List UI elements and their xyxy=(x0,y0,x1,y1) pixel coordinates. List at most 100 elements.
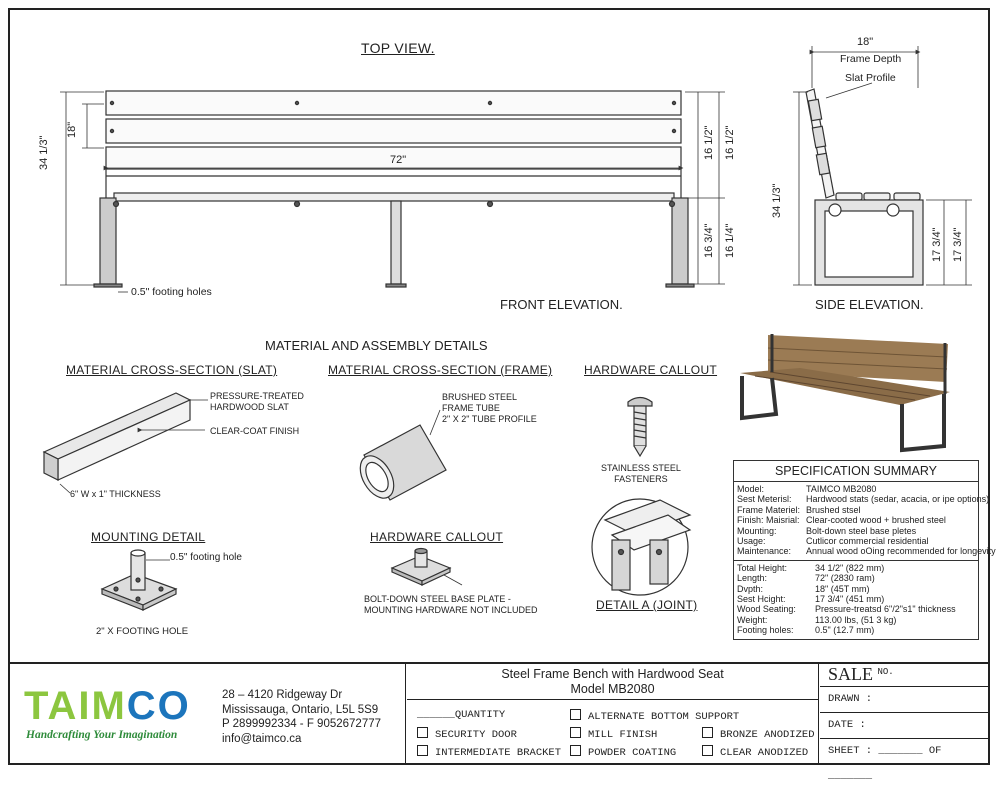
dim-seat-height-2: 16 1/4" xyxy=(724,223,736,259)
spec-key: Frame Materiel: xyxy=(737,504,801,515)
option-clear-anodized[interactable]: CLEAR ANODIZED xyxy=(702,745,808,759)
company-contact: 28 – 4120 Ridgeway Dr Mississauga, Ontar… xyxy=(222,688,381,746)
spec-key: Maintenance: xyxy=(737,546,792,557)
spec-key: Mounting: xyxy=(737,525,777,536)
spec-row: Total Height:34 1/2" (822 mm) xyxy=(734,563,978,573)
slat-profile-label: Slat Profile xyxy=(845,72,896,84)
dim-side-seat-1: 17 3/4" xyxy=(931,227,943,263)
product-model: Model MB2080 xyxy=(570,682,655,696)
base-plate-note: BOLT-DOWN STEEL BASE PLATE -MOUNTING HAR… xyxy=(364,594,538,615)
spec-key: Usage: xyxy=(737,536,766,547)
sale-no-row: SALE NO. xyxy=(820,664,990,687)
quantity-field[interactable]: ______QUANTITY xyxy=(417,709,506,721)
spec-value: Clear-cooted wood + brushed steel xyxy=(806,515,946,526)
dim-seat-height-1: 16 3/4" xyxy=(703,223,715,259)
option-alternate-bottom-support[interactable]: ALTERNATE BOTTOM SUPPORT xyxy=(570,709,739,723)
dim-seat-gap: 18" xyxy=(66,121,78,138)
checkbox[interactable] xyxy=(417,727,428,738)
dim-back-height-1: 16 1/2" xyxy=(703,125,715,161)
checkbox[interactable] xyxy=(570,709,581,720)
detail-a-title: DETAIL A (JOINT) xyxy=(596,598,698,612)
details-heading: MATERIAL AND ASSEMBLY DETAILS xyxy=(265,338,488,353)
spec-row: Footing holes: 0.5" (12.7 mm) xyxy=(734,625,978,635)
option-intermediate-bracket[interactable]: INTERMEDIATE BRACKET xyxy=(417,745,561,759)
front-dimension-lines xyxy=(60,91,725,293)
spec-row: Sest Meterisl:Hardwood stats (sedar, aca… xyxy=(734,494,999,504)
spec-row: Frame Materiel:Brushed stsel xyxy=(734,505,999,515)
detail-a-joint-drawing xyxy=(591,498,692,596)
specification-summary: SPECIFICATION SUMMARY Model:TAIMCO MB208… xyxy=(733,460,996,640)
sale-cell: SALE NO. DRAWN : DATE : SHEET : _______ … xyxy=(820,664,990,782)
option-mill-finish[interactable]: MILL FINISH xyxy=(570,727,657,741)
dim-length: 72" xyxy=(390,154,407,166)
spec-row: Sest Hcight:17 3/4" (451 mm) xyxy=(734,594,978,604)
checkbox[interactable] xyxy=(702,745,713,756)
spec-row: Length:72" (2830 ram) xyxy=(734,573,978,583)
spec-table-b: Total Height:34 1/2" (822 mm)Length:72" … xyxy=(734,563,978,636)
option-security-door[interactable]: SECURITY DOOR xyxy=(417,727,517,741)
product-title-box: Steel Frame Bench with Hardwood Seat Mod… xyxy=(407,664,818,700)
dim-side-height: 34 1/3" xyxy=(771,183,783,219)
bolt-drawing xyxy=(627,396,653,458)
phone-fax: P 2899992334 - F 9052672777 xyxy=(222,718,382,730)
spec-value: 17 3/4" (451 mm) xyxy=(815,594,885,605)
sheet-field[interactable]: SHEET : _______ OF _______ xyxy=(828,745,942,782)
address-line-1: 28 – 4120 Ridgeway Dr xyxy=(222,689,343,701)
checkbox[interactable] xyxy=(570,745,581,756)
address-line-2: Mississauga, Ontario, L5L 5S9 xyxy=(222,703,379,716)
spec-row: Wood Seating: Pressure-treatsd 6"/2"s1" t… xyxy=(734,604,978,614)
spec-value: Hardwood stats (sedar, acacia, or ipe op… xyxy=(806,494,990,505)
company-cell: TAIMCO Handcrafting Your Imagination 28 … xyxy=(8,664,406,765)
spec-value: TAIMCO MB2080 xyxy=(806,484,877,494)
spec-row: Weight: 113.00 lbs, (51 3 kg) xyxy=(734,615,978,625)
spec-row: Model: TAIMCO MB2080 xyxy=(734,484,999,494)
slat-section-title: MATERIAL CROSS-SECTION (SLAT) xyxy=(66,363,278,377)
spec-row: Finish: Maisrial:Clear-cooted wood + bru… xyxy=(734,515,999,525)
sale-no-label: NO. xyxy=(877,667,894,677)
checkbox[interactable] xyxy=(702,727,713,738)
product-title: Steel Frame Bench with Hardwood Seat xyxy=(501,667,724,681)
option-powder-coating[interactable]: POWDER COATING xyxy=(570,745,676,759)
spec-value: Pressure-treatsd 6"/2"s1" thickness xyxy=(815,604,956,615)
spec-key: Dvpth: xyxy=(737,583,764,594)
spec-key: Model: xyxy=(737,484,765,494)
spec-key: Footing holes: xyxy=(737,625,794,636)
title-block: TAIMCO Handcrafting Your Imagination 28 … xyxy=(8,662,990,782)
drawing-sheet-border xyxy=(8,8,990,765)
drawn-field[interactable]: DRAWN : xyxy=(820,687,990,713)
spec-row: Maintenance: Annual wood oOing recommende… xyxy=(734,546,999,556)
dim-side-seat-2: 17 3/4" xyxy=(952,227,964,263)
email-link[interactable]: info@taimco.ca xyxy=(222,732,302,745)
front-elevation-title: FRONT ELEVATION. xyxy=(500,297,623,312)
checkbox[interactable] xyxy=(417,745,428,756)
frame-tube-drawing xyxy=(359,409,447,501)
option-bronze-anodized[interactable]: BRONZE ANODIZED xyxy=(702,727,815,741)
spec-value: 113.00 lbs, (51 3 kg) xyxy=(815,614,897,625)
spec-value: Annual wood oOing recommended for longev… xyxy=(806,546,996,557)
sale-label: SALE xyxy=(828,664,873,684)
dim-back-height-2: 16 1/2" xyxy=(724,125,736,161)
date-field[interactable]: DATE : xyxy=(820,713,990,739)
bench-product-illustration xyxy=(740,334,950,453)
spec-key: Wood Seating: xyxy=(737,604,796,615)
mounting-plate-drawing xyxy=(100,549,178,611)
company-tagline: Handcrafting Your Imagination xyxy=(26,729,178,741)
checkbox[interactable] xyxy=(570,727,581,738)
bench-elevation-drawings xyxy=(42,46,972,611)
spec-value: Bolt-down steel base pletes xyxy=(806,525,917,536)
spec-row: Dvpth: 18" (45T mm) xyxy=(734,584,978,594)
top-view-title: TOP VIEW. xyxy=(361,40,435,56)
front-elevation-drawing xyxy=(93,90,695,288)
spec-value: 18" (45T mm) xyxy=(815,583,870,594)
frame-depth-label: Frame Depth xyxy=(840,53,902,65)
spec-value: 0.5" (12.7 mm) xyxy=(815,625,875,636)
spec-row: Usage:Cutlicor commercial residential xyxy=(734,536,999,546)
spec-key: Weight: xyxy=(737,614,768,625)
mounting-detail-title: MOUNTING DETAIL xyxy=(91,530,206,544)
spec-value: 72" (2830 ram) xyxy=(815,573,875,584)
spec-value: 34 1/2" (822 mm) xyxy=(815,562,885,573)
